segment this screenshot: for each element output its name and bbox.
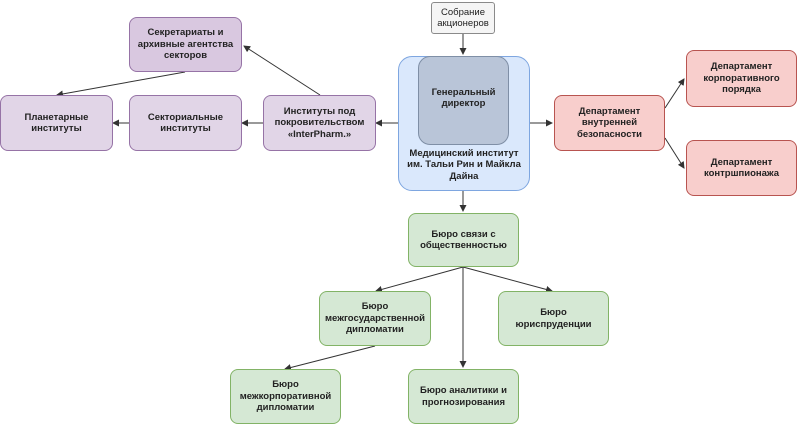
node-interpharm: Институты под покровительством «InterPha… — [263, 95, 376, 151]
node-public-relations-label: Бюро связи с общественностью — [420, 228, 507, 251]
node-institute-label: Медицинский институт им. Тальи Рин и Май… — [407, 147, 521, 182]
node-director: Генеральный директор — [418, 56, 509, 145]
edge-security-counterintel — [664, 137, 685, 169]
node-interstate-label: Бюро межгосударственной дипломатии — [325, 301, 425, 336]
edge-pr-interstate — [375, 266, 464, 293]
node-counterintel-label: Департамент контршпионажа — [703, 156, 780, 179]
node-shareholders-label: Собрание акционеров — [437, 6, 489, 29]
node-secretariats: Секретариаты и архивные агентства сектор… — [129, 17, 242, 72]
node-planetary-label: Планетарные институты — [24, 111, 89, 134]
edge-interpharm-secretariats — [243, 45, 321, 96]
node-law-label: Бюро юриспруденции — [515, 307, 592, 330]
node-sectoral-label: Секториальные институты — [147, 111, 224, 134]
node-analytics: Бюро аналитики и прогнозирования — [408, 369, 519, 424]
edge-security-corporate — [664, 78, 685, 109]
edge-interstate-intercorp — [284, 345, 376, 371]
node-corporate-order: Департамент корпоративного порядка — [686, 50, 797, 107]
node-counterintel: Департамент контршпионажа — [686, 140, 797, 196]
node-security-label: Департамент внутренней безопасности — [577, 105, 642, 140]
node-law: Бюро юриспруденции — [498, 291, 609, 346]
node-intercorp-label: Бюро межкорпоративной дипломатии — [239, 379, 332, 414]
node-shareholders: Собрание акционеров — [431, 2, 495, 34]
node-interstate: Бюро межгосударственной дипломатии — [319, 291, 431, 346]
node-corporate-order-label: Департамент корпоративного порядка — [703, 61, 780, 96]
edge-secretariats-planetary — [56, 71, 186, 98]
node-sectoral: Секториальные институты — [129, 95, 242, 151]
edge-pr-law — [462, 266, 553, 293]
node-analytics-label: Бюро аналитики и прогнозирования — [420, 385, 507, 408]
node-planetary: Планетарные институты — [0, 95, 113, 151]
node-secretariats-label: Секретариаты и архивные агентства сектор… — [137, 27, 234, 62]
node-public-relations: Бюро связи с общественностью — [408, 213, 519, 267]
node-security: Департамент внутренней безопасности — [554, 95, 665, 151]
node-intercorp: Бюро межкорпоративной дипломатии — [230, 369, 341, 424]
node-director-label: Генеральный директор — [431, 87, 496, 110]
node-interpharm-label: Институты под покровительством «InterPha… — [274, 105, 365, 140]
